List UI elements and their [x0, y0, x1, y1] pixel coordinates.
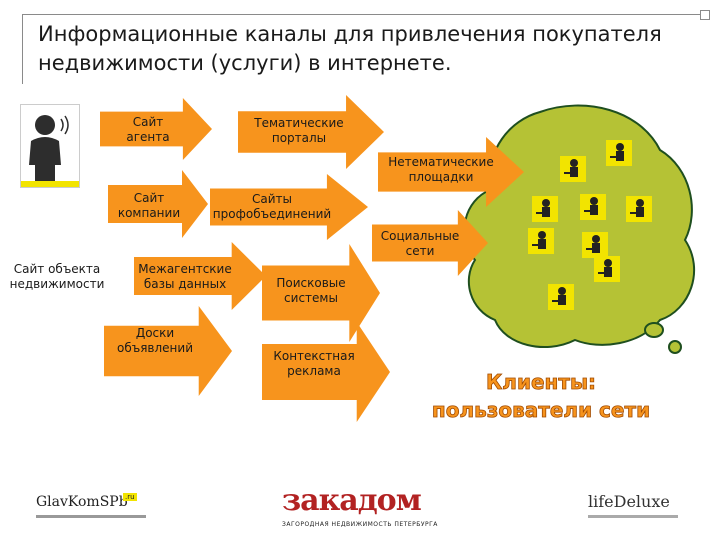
client-icon	[594, 256, 620, 282]
label-search: Поисковые системы	[276, 276, 346, 305]
label-interagency: Межагентские базы данных	[138, 262, 232, 291]
glavkom-logo-tagline	[36, 515, 146, 518]
label-social: Социальные сети	[380, 229, 460, 258]
lifedeluxe-logo: lifeDeluxe	[588, 492, 670, 511]
label-non-thematic: Нетематические площадки	[388, 155, 494, 184]
title-frame-left	[22, 14, 23, 84]
title-frame-corner	[700, 10, 710, 20]
client-icon	[626, 196, 652, 222]
label-company-site: Сайт компании	[117, 191, 181, 220]
zakadom-logo-tagline: ЗАГОРОДНАЯ НЕДВИЖИМОСТЬ ПЕТЕРБУРГА	[282, 521, 438, 528]
glavkom-logo-suffix: .ru	[123, 493, 137, 501]
label-object-site: Сайт объекта недвижимости	[9, 262, 105, 291]
client-icon	[528, 228, 554, 254]
title-frame-top	[22, 14, 707, 15]
client-icon	[606, 140, 632, 166]
client-icon	[582, 232, 608, 258]
label-context-ads: Контекстная реклама	[273, 349, 355, 378]
client-icon	[580, 194, 606, 220]
person-speaking-icon	[20, 104, 80, 188]
zakadom-logo: закадом	[282, 483, 422, 518]
slide-title: Информационные каналы для привлечения по…	[38, 22, 662, 75]
client-icon	[532, 196, 558, 222]
clients-caption: Клиенты: пользователи сети	[431, 370, 651, 423]
label-agent-site: Сайт агента	[126, 115, 170, 144]
client-icon	[548, 284, 574, 310]
client-icon	[560, 156, 586, 182]
label-assoc-sites: Сайты профобъединений	[212, 192, 332, 221]
lifedeluxe-logo-tagline	[588, 515, 678, 518]
label-thematic-portals: Тематические порталы	[254, 116, 344, 145]
label-boards: Доски объявлений	[116, 326, 193, 355]
glavkom-logo: GlavKomSPb	[36, 494, 128, 510]
